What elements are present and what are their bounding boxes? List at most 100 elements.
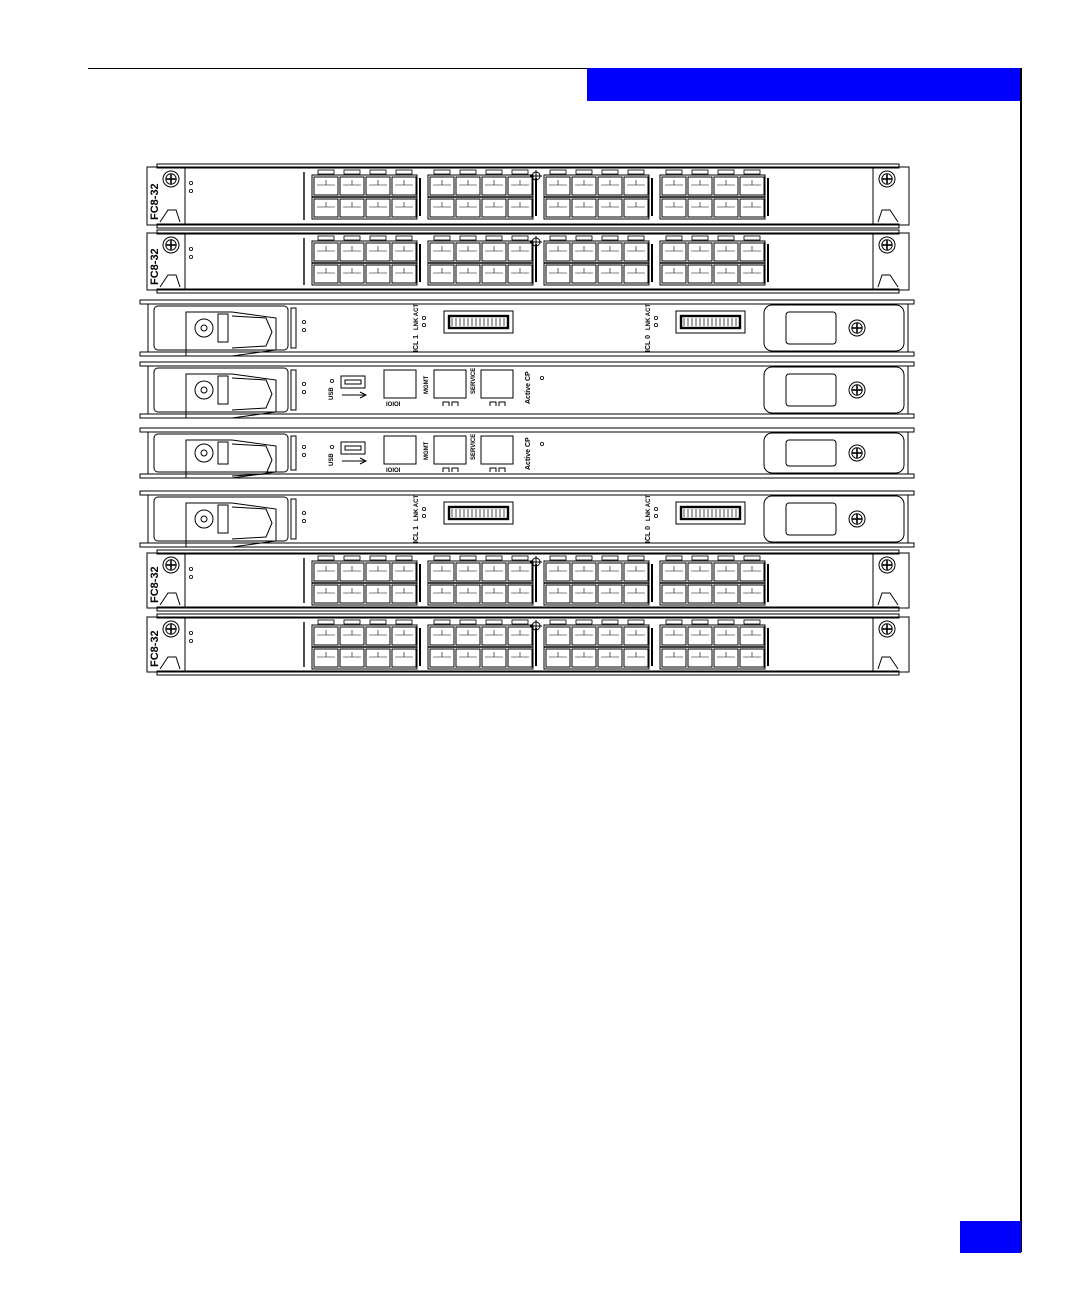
port-led (628, 556, 644, 560)
led-icon (189, 247, 192, 250)
screw-icon (163, 237, 179, 253)
sfp-port (482, 243, 506, 261)
screw-icon (879, 237, 895, 253)
usb-label: USB (329, 387, 335, 400)
sfp-port (662, 563, 686, 581)
port-label: MGMT (424, 441, 430, 460)
sfp-port (688, 649, 712, 667)
icl-label: ICL 1 (413, 526, 420, 543)
port-led (434, 556, 450, 560)
port-led (692, 236, 708, 240)
sfp-port (740, 177, 764, 195)
sfp-port (546, 243, 570, 261)
port-led (512, 170, 528, 174)
sfp-port (546, 563, 570, 581)
sfp-port (508, 585, 532, 603)
sfp-port (482, 199, 506, 217)
port-led (628, 620, 644, 624)
led-icon (189, 181, 192, 184)
port-blade: FC8-32 (147, 164, 909, 228)
sfp-port (546, 265, 570, 283)
sfp-port (366, 243, 390, 261)
sfp-port (598, 627, 622, 645)
sfp-port (314, 627, 338, 645)
port-led (434, 170, 450, 174)
port-led (692, 170, 708, 174)
sfp-port (456, 243, 480, 261)
port-led (666, 170, 682, 174)
port-led (396, 170, 412, 174)
port-led (396, 236, 412, 240)
sfp-port (314, 265, 338, 283)
sfp-port (314, 243, 338, 261)
sfp-port (688, 265, 712, 283)
sfp-port (714, 585, 738, 603)
screw-icon (879, 557, 895, 573)
port-led (486, 556, 502, 560)
sfp-port (392, 199, 416, 217)
port-led (576, 556, 592, 560)
screw-icon (849, 382, 865, 398)
port-group (312, 236, 421, 285)
link-act-label: LNK ACT (414, 304, 420, 330)
port-led (512, 236, 528, 240)
sfp-port (482, 649, 506, 667)
sfp-port (456, 265, 480, 283)
sfp-port (340, 627, 364, 645)
sfp-port (624, 649, 648, 667)
sfp-port (598, 563, 622, 581)
led-icon (654, 316, 657, 319)
sfp-port (598, 649, 622, 667)
port-group (544, 556, 653, 605)
sfp-port (598, 585, 622, 603)
sfp-port (624, 585, 648, 603)
port-led (370, 556, 386, 560)
sfp-port (624, 563, 648, 581)
sfp-port (688, 627, 712, 645)
icl-label: ICL 0 (645, 335, 652, 352)
port-led (460, 620, 476, 624)
port-led (744, 236, 760, 240)
sfp-port (508, 563, 532, 581)
sfp-port (430, 265, 454, 283)
sfp-port (482, 585, 506, 603)
port-led (460, 236, 476, 240)
icl-connector (444, 311, 513, 333)
sfp-port (572, 243, 596, 261)
led-icon (422, 514, 425, 517)
sfp-port (456, 199, 480, 217)
sfp-port (456, 563, 480, 581)
sfp-port (688, 243, 712, 261)
port-led (718, 170, 734, 174)
icl-connector (676, 311, 745, 333)
port-blade: FC8-32 (147, 550, 909, 611)
latch-panel (764, 305, 904, 351)
sfp-port (482, 265, 506, 283)
port-group (660, 236, 769, 285)
port-led (486, 170, 502, 174)
network-port-icon (481, 370, 513, 406)
port-group (544, 170, 653, 219)
sfp-port (392, 649, 416, 667)
sfp-port (714, 649, 738, 667)
port-blade: FC8-32 (147, 230, 909, 293)
port-led (512, 620, 528, 624)
latch-panel (764, 496, 904, 542)
port-group (544, 236, 653, 285)
sfp-port (572, 627, 596, 645)
port-led (344, 556, 360, 560)
led-icon (302, 445, 305, 448)
port-led (718, 236, 734, 240)
led-icon (189, 631, 192, 634)
led-icon (422, 316, 425, 319)
sfp-port (430, 627, 454, 645)
sfp-port (430, 243, 454, 261)
port-led (666, 236, 682, 240)
led-icon (654, 507, 657, 510)
sfp-port (662, 265, 686, 283)
icl-label: ICL 1 (413, 335, 420, 352)
blade-label: FC8-32 (149, 566, 161, 603)
link-act-label: LNK ACT (646, 495, 652, 521)
